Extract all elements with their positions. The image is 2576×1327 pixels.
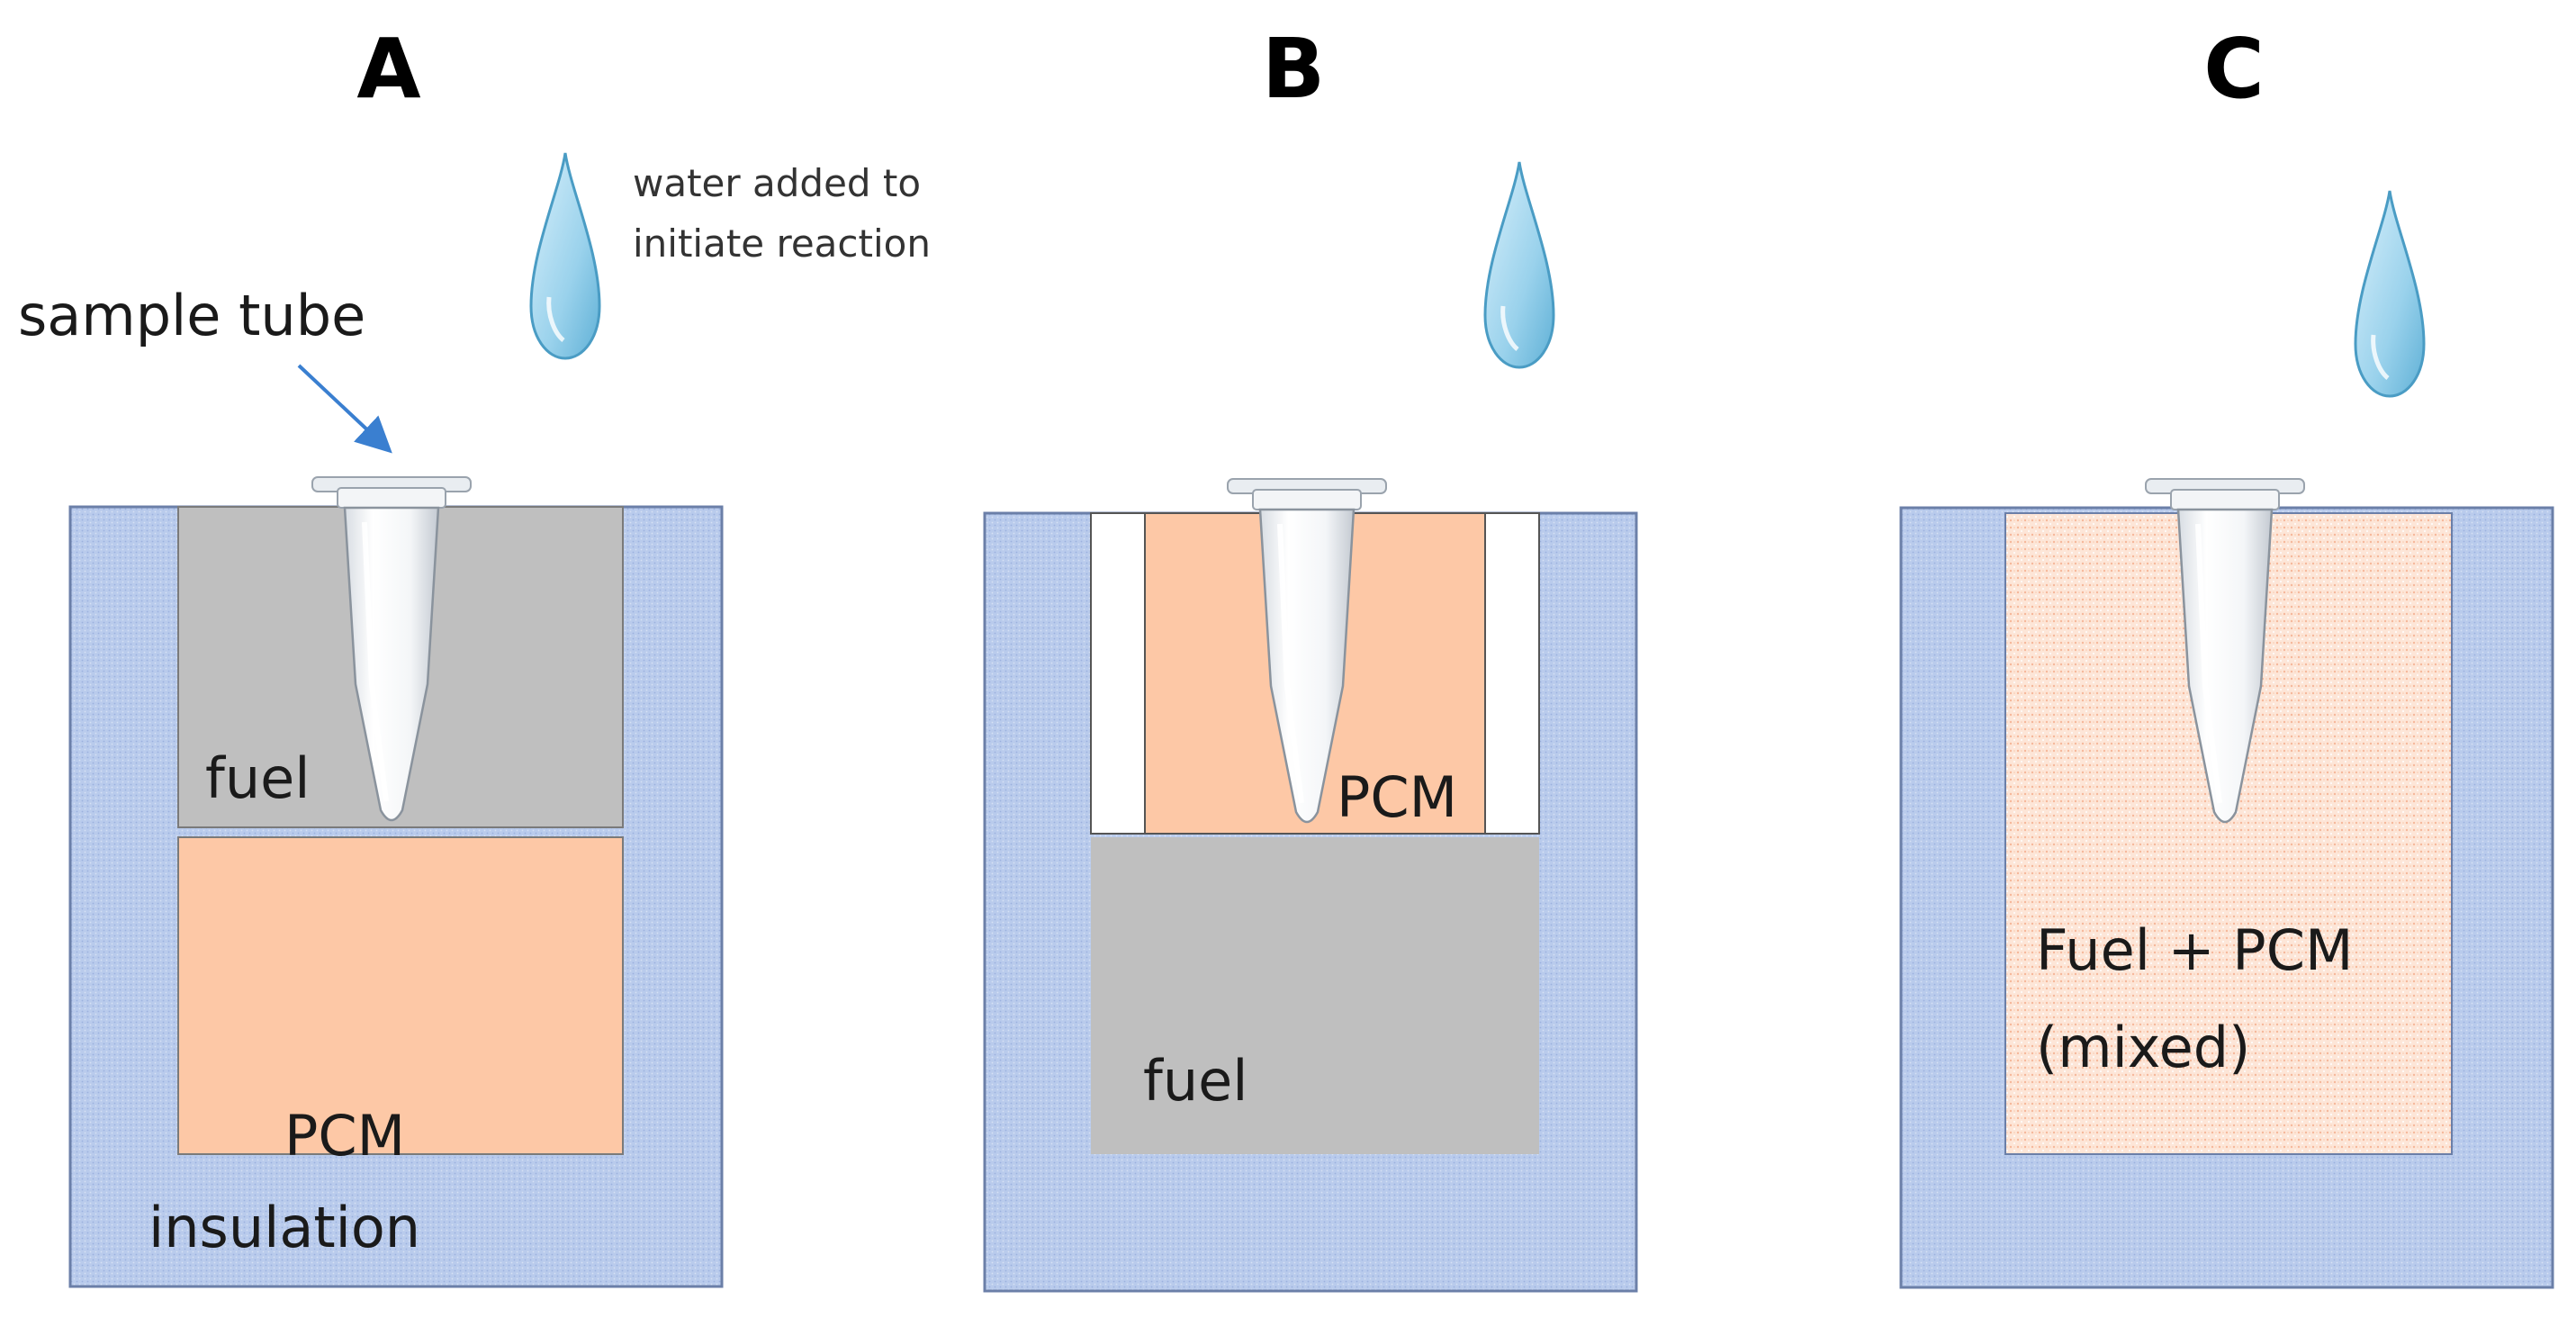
pcm-block-a (177, 836, 624, 1155)
panel-letter-a: A (356, 21, 420, 117)
fuel-label-a: fuel (205, 745, 311, 811)
panel-b: PCM fuel (983, 162, 1638, 1293)
gap-right-b (1484, 512, 1540, 835)
water-drop-icon-b (1485, 162, 1554, 367)
sample-tube-label: sample tube (18, 283, 365, 348)
water-drop-icon-c (2355, 191, 2424, 396)
water-drop-icon-a (531, 153, 599, 358)
pcm-label-a: PCM (284, 1103, 405, 1169)
panel-letter-c: C (2203, 21, 2265, 117)
mixed-label-line2: (mixed) (2036, 1015, 2250, 1080)
panel-letter-b: B (1262, 21, 1325, 117)
pcm-label-b: PCM (1337, 764, 1457, 830)
gap-left-b (1090, 512, 1146, 835)
water-label-line1: water added to (633, 161, 921, 205)
panel-c: Fuel + PCM (mixed) (1899, 191, 2554, 1289)
mixed-label-line1: Fuel + PCM (2036, 917, 2353, 983)
fuel-label-b: fuel (1143, 1048, 1248, 1114)
sample-tube-arrow (297, 364, 392, 454)
fuel-block-b (1091, 837, 1539, 1154)
insulation-label: insulation (149, 1195, 420, 1260)
panel-a: sample tube water added to initiate reac… (18, 153, 931, 1288)
water-label-line2: initiate reaction (633, 221, 931, 266)
